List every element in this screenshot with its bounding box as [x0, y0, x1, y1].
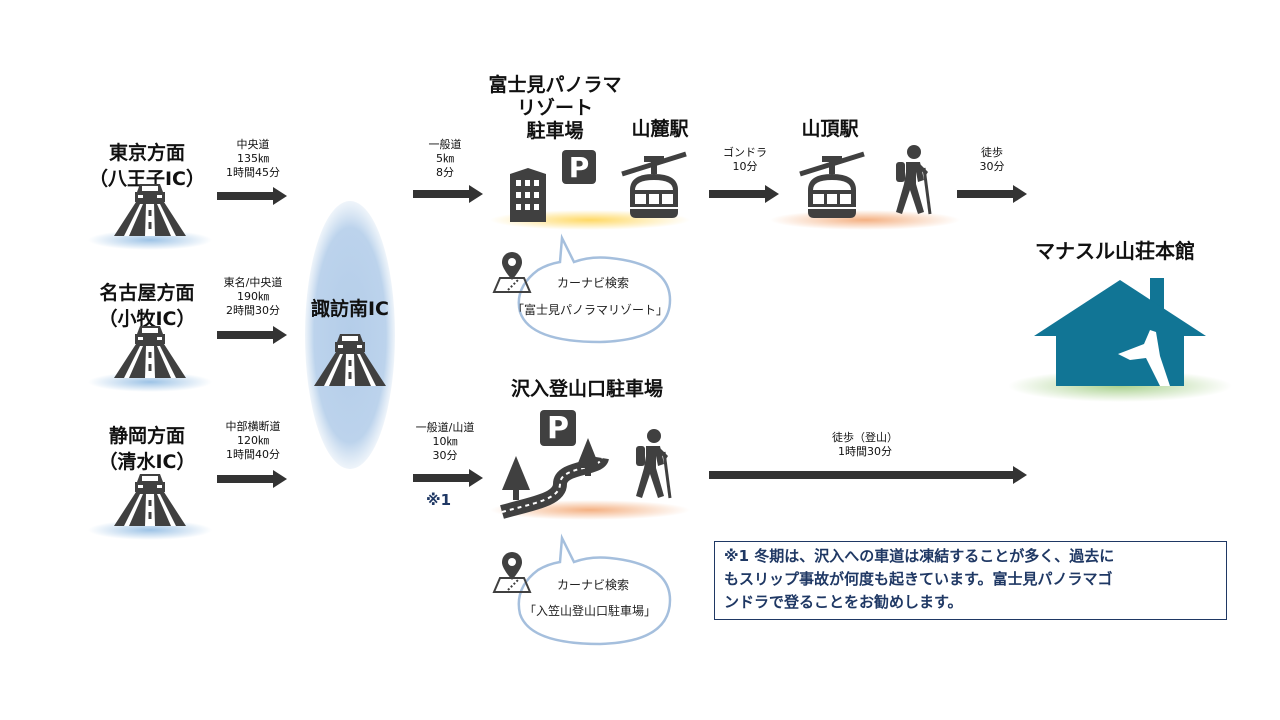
note-line: もスリップ事故が何度も起きています。富士見パノラマゴ — [724, 570, 1113, 588]
car-road-icon — [88, 474, 212, 540]
destination-house-icon — [1008, 278, 1232, 402]
route-time: 2時間30分 — [226, 304, 280, 317]
origin-nagoya-region: 名古屋方面 — [99, 282, 195, 304]
building-icon — [510, 168, 546, 222]
arrow-icon — [217, 326, 287, 344]
route-distance: 120㎞ — [237, 434, 269, 447]
route-label-shizuoka: 中部横断道 120㎞ 1時間40分 — [198, 420, 308, 462]
route-distance: 135㎞ — [237, 152, 269, 165]
arrow-icon — [709, 185, 779, 203]
navi-label-upper: カーナビ検索 — [556, 276, 629, 290]
route-label-tokyo: 中央道 135㎞ 1時間45分 — [198, 138, 308, 180]
route-time: 1時間30分 — [838, 445, 892, 458]
winter-warning-note: ※1 冬期は、沢入への車道は凍結することが多く、過去に もスリップ事故が何度も起… — [714, 541, 1227, 620]
arrow-icon — [957, 185, 1027, 203]
origin-tokyo-ic: （八王子IC） — [88, 168, 205, 190]
arrow-icon — [217, 470, 287, 488]
tree-icon — [502, 456, 530, 500]
route-name: 徒歩 — [981, 146, 1003, 159]
origin-nagoya-ic: （小牧IC） — [98, 308, 196, 330]
upper-walk-label: 徒歩 30分 — [937, 146, 1047, 174]
route-name: 徒歩（登山） — [832, 431, 898, 444]
route-distance: 190㎞ — [237, 290, 269, 303]
arrow-icon — [217, 187, 287, 205]
title-line: リゾート — [516, 97, 593, 119]
route-name: 中央道 — [236, 138, 270, 151]
parking-sign-icon: P — [562, 150, 596, 184]
trailhead-parking-icons: P — [490, 410, 690, 520]
note-line: ンドラで登ることをお勧めします。 — [724, 593, 963, 611]
route-name: 東名/中央道 — [223, 276, 283, 289]
car-road-icon — [88, 184, 212, 250]
panorama-parking-title: 富士見パノラマ リゾート 駐車場 — [470, 74, 640, 143]
route-distance: 10㎞ — [432, 435, 458, 448]
origin-nagoya: 名古屋方面 （小牧IC） — [62, 280, 232, 332]
lower-walk-label: 徒歩（登山） 1時間30分 — [800, 431, 930, 459]
gondola-label: ゴンドラ 10分 — [690, 146, 800, 174]
arrow-icon — [709, 466, 1027, 484]
origin-shizuoka: 静岡方面 （清水IC） — [62, 423, 232, 475]
origin-tokyo: 東京方面 （八王子IC） — [62, 140, 232, 192]
navi-bubble-upper — [493, 233, 672, 344]
navi-bubble-lower — [493, 533, 672, 646]
navi-query-upper: 「富士見パノラマリゾート」 — [511, 303, 668, 317]
car-road-icon — [88, 326, 212, 392]
summit-station-title: 山頂駅 — [801, 118, 859, 140]
navi-label-lower: カーナビ検索 — [556, 578, 629, 592]
route-name: 一般道/山道 — [415, 421, 475, 434]
gondola-icon — [622, 154, 686, 218]
svg-text:P: P — [547, 411, 569, 446]
route-time: 1時間45分 — [226, 166, 280, 179]
note-line: ※1 冬期は、沢入への車道は凍結することが多く、過去に — [724, 547, 1115, 565]
upper-road-label: 一般道 5㎞ 8分 — [390, 138, 500, 180]
title-line: 駐車場 — [526, 120, 584, 142]
summit-station-icons — [770, 143, 960, 230]
arrow-icon — [413, 185, 483, 203]
interchange-name: 諏訪南IC — [310, 298, 389, 320]
title-line: 富士見パノラマ — [488, 74, 622, 96]
hiker-icon — [894, 143, 932, 216]
parking-sign-icon: P — [540, 410, 576, 446]
route-time: 10分 — [732, 160, 758, 173]
navi-query-lower: 「入笠山登山口駐車場」 — [523, 604, 656, 618]
route-label-nagoya: 東名/中央道 190㎞ 2時間30分 — [198, 276, 308, 318]
origin-tokyo-region: 東京方面 — [108, 142, 185, 164]
origin-shizuoka-ic: （清水IC） — [98, 451, 196, 473]
svg-text:P: P — [569, 151, 590, 184]
trailhead-parking-title: 沢入登山口駐車場 — [510, 378, 663, 400]
footnote-mark: ※1 — [426, 491, 452, 509]
route-time: 30分 — [432, 449, 458, 462]
arrow-icon — [413, 469, 483, 487]
tree-icon — [576, 438, 600, 476]
panorama-parking-icons: P — [490, 150, 690, 230]
route-distance: 5㎞ — [436, 152, 454, 165]
route-time: 1時間40分 — [226, 448, 280, 461]
gondola-icon — [800, 154, 864, 218]
route-name: 中部横断道 — [225, 420, 281, 433]
route-name: ゴンドラ — [723, 146, 767, 159]
destination-name: マナスル山荘本館 — [1035, 239, 1195, 263]
origin-shizuoka-region: 静岡方面 — [108, 425, 185, 447]
hiker-icon — [634, 427, 672, 500]
base-station-title: 山麓駅 — [631, 118, 689, 140]
route-time: 30分 — [979, 160, 1005, 173]
lower-road-label: 一般道/山道 10㎞ 30分 — [390, 421, 500, 463]
route-time: 8分 — [436, 166, 454, 179]
car-road-icon — [314, 334, 386, 386]
route-name: 一般道 — [428, 138, 462, 151]
